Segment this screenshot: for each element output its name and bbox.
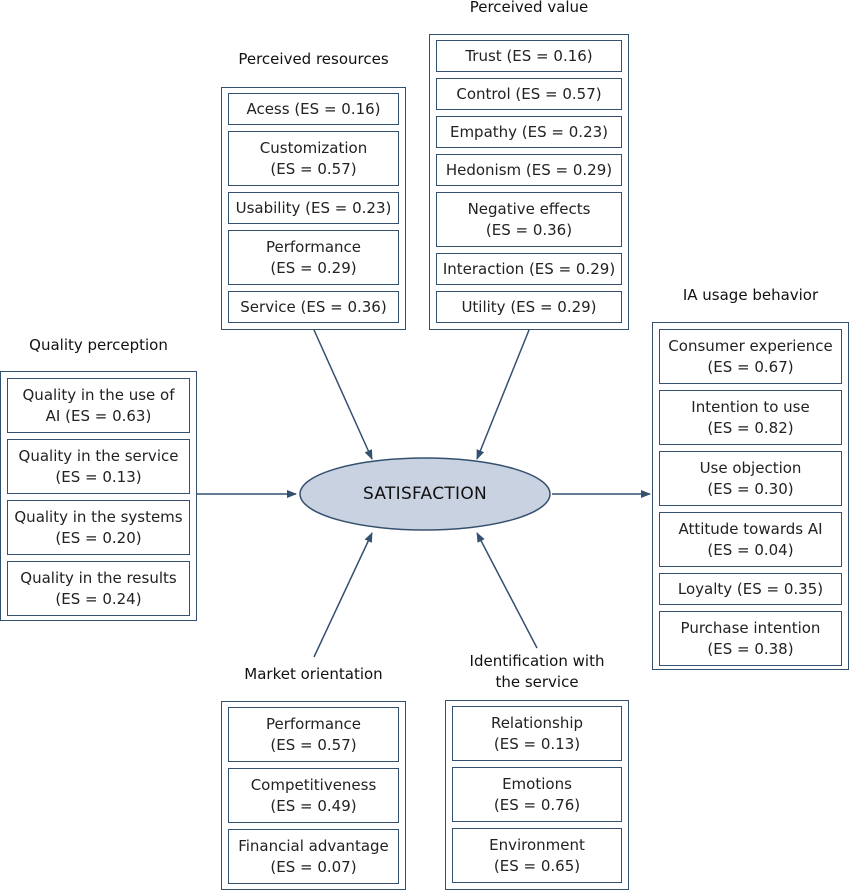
- perceived-value-title: Perceived value: [469, 0, 589, 16]
- satisfaction-ellipse: [299, 457, 551, 531]
- identification-title: Identification with the service: [469, 652, 605, 691]
- value-item-interaction: Interaction (ES = 0.29): [436, 253, 622, 285]
- identification-item-environment: Environment (ES = 0.65): [452, 828, 622, 883]
- value-item-empathy: Empathy (ES = 0.23): [436, 116, 622, 148]
- quality-perception-title: Quality perception: [29, 336, 168, 354]
- resources-item-service: Service (ES = 0.36): [228, 291, 399, 323]
- market-item-competitiveness: Competitiveness (ES = 0.49): [228, 768, 399, 823]
- ia-usage-title: IA usage behavior: [682, 286, 819, 304]
- usage-item-loyalty: Loyalty (ES = 0.35): [659, 573, 842, 605]
- arrow-market-orientation: [313, 532, 373, 658]
- value-item-utility: Utility (ES = 0.29): [436, 291, 622, 323]
- quality-item-use-of-ai: Quality in the use of AI (ES = 0.63): [7, 378, 190, 433]
- quality-item-results: Quality in the results (ES = 0.24): [7, 561, 190, 616]
- usage-item-intention-to-use: Intention to use (ES = 0.82): [659, 390, 842, 445]
- identification-item-emotions: Emotions (ES = 0.76): [452, 767, 622, 822]
- resources-item-customization: Customization (ES = 0.57): [228, 131, 399, 186]
- usage-item-purchase-intention: Purchase intention (ES = 0.38): [659, 611, 842, 666]
- value-item-negative-effects: Negative effects (ES = 0.36): [436, 192, 622, 247]
- perceived-value-group: [429, 34, 629, 330]
- value-item-control: Control (ES = 0.57): [436, 78, 622, 110]
- resources-item-usability: Usability (ES = 0.23): [228, 192, 399, 224]
- arrow-perceived-value: [476, 329, 530, 460]
- market-orientation-title: Market orientation: [244, 665, 383, 683]
- identification-item-relationship: Relationship (ES = 0.13): [452, 706, 622, 761]
- market-item-financial-advantage: Financial advantage (ES = 0.07): [228, 829, 399, 884]
- perceived-resources-group: [221, 87, 406, 330]
- quality-perception-group: [0, 371, 197, 621]
- resources-item-performance: Performance (ES = 0.29): [228, 230, 399, 285]
- value-item-trust: Trust (ES = 0.16): [436, 40, 622, 72]
- market-item-performance: Performance (ES = 0.57): [228, 707, 399, 762]
- quality-item-systems: Quality in the systems (ES = 0.20): [7, 500, 190, 555]
- arrow-identification: [476, 532, 538, 649]
- ia-usage-group: [652, 322, 849, 670]
- resources-item-access: Acess (ES = 0.16): [228, 93, 399, 125]
- usage-item-consumer-experience: Consumer experience (ES = 0.67): [659, 329, 842, 384]
- usage-item-attitude-towards-ai: Attitude towards AI (ES = 0.04): [659, 512, 842, 567]
- usage-item-use-objection: Use objection (ES = 0.30): [659, 451, 842, 506]
- value-item-hedonism: Hedonism (ES = 0.29): [436, 154, 622, 186]
- arrow-perceived-resources: [313, 329, 373, 460]
- perceived-resources-title: Perceived resources: [238, 50, 389, 68]
- quality-item-service: Quality in the service (ES = 0.13): [7, 439, 190, 494]
- satisfaction-label: SATISFACTION: [362, 484, 488, 504]
